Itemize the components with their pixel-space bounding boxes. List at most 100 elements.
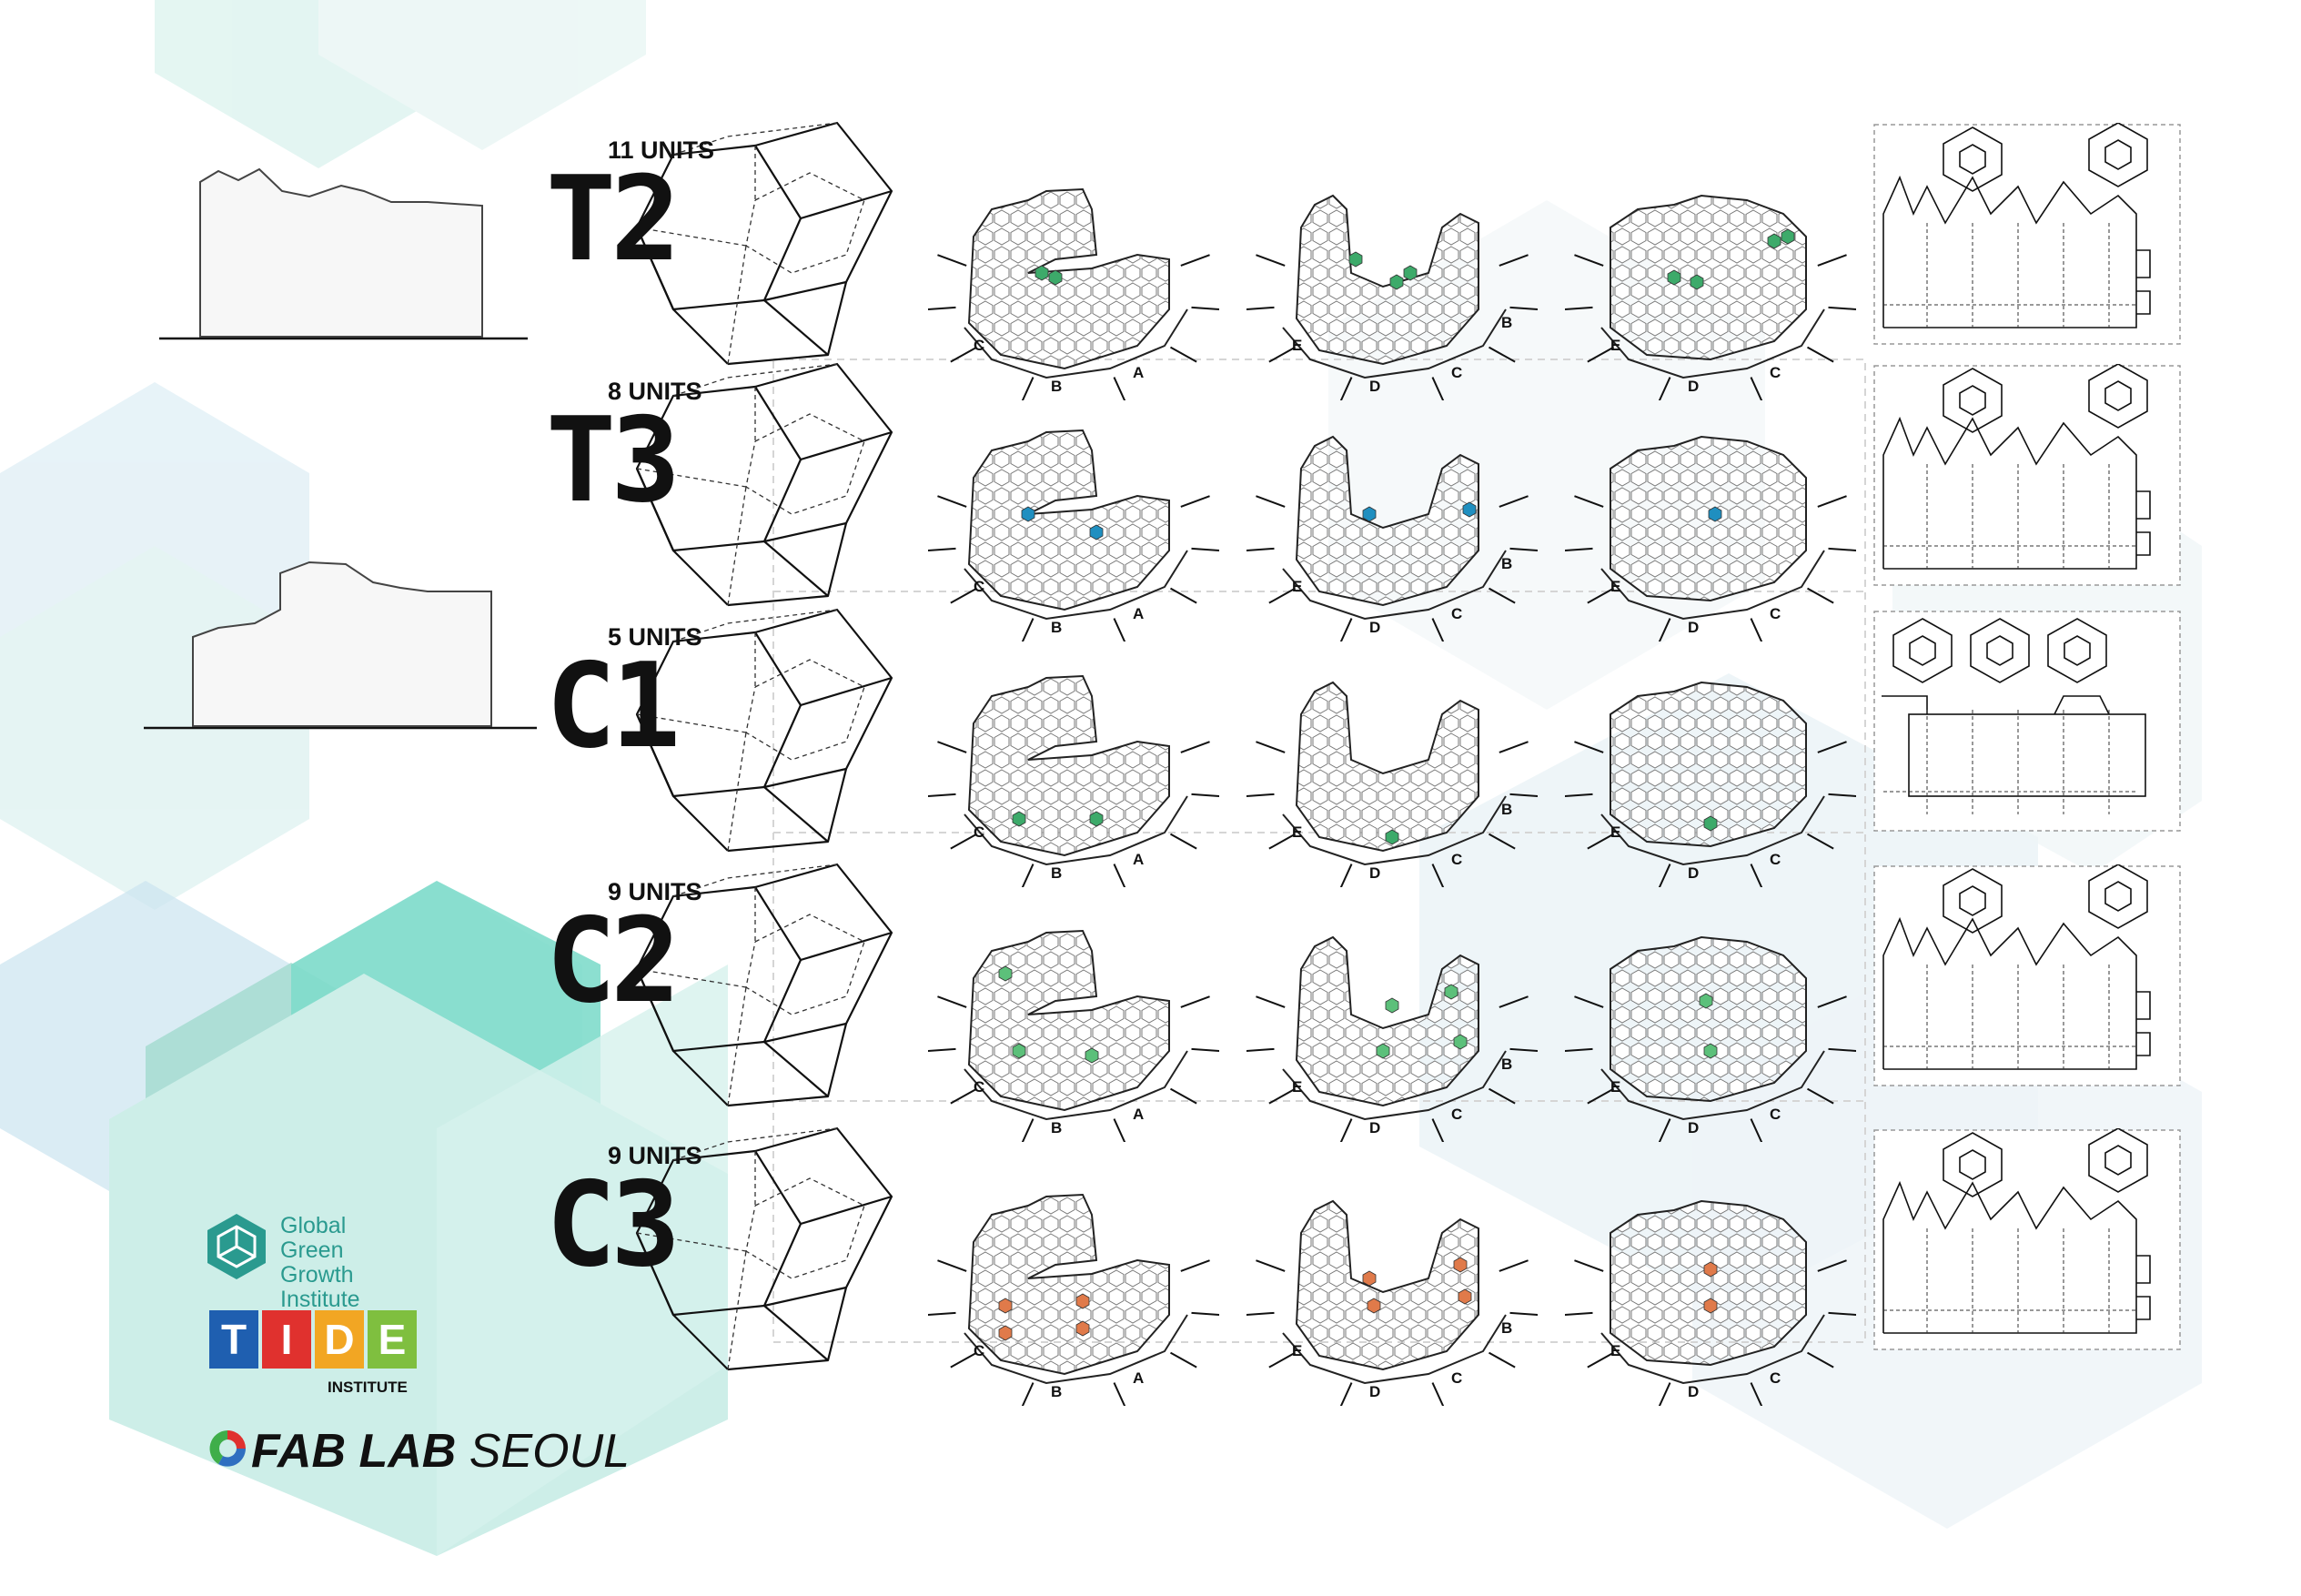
face-label: D	[1369, 1383, 1380, 1400]
unit-count: 11 UNITS	[608, 136, 715, 164]
unit-count: 8 UNITS	[608, 378, 702, 405]
assembly-view-drawing: E D C B	[1242, 194, 1542, 402]
assembly-view-drawing: E D C	[1560, 194, 1861, 402]
face-label: C	[974, 578, 984, 595]
face-label: D	[1688, 1383, 1699, 1400]
face-label: A	[1133, 605, 1144, 622]
face-label: D	[1688, 864, 1699, 882]
assembly-view-2: E D C B	[1242, 173, 1542, 405]
face-label: E	[1292, 1078, 1302, 1096]
unfolded-net	[1872, 122, 2182, 350]
ggg-line3: Institute	[280, 1287, 360, 1312]
module-code: T3	[546, 393, 681, 529]
ggg-line2: Green Growth	[280, 1237, 354, 1288]
prism-wireframe	[635, 121, 893, 366]
face-label: D	[1688, 1119, 1699, 1136]
elevation-drawing-1	[159, 167, 528, 340]
prism-drawing	[619, 359, 919, 637]
face-label: C	[1770, 605, 1781, 622]
prism-wireframe	[635, 863, 893, 1107]
face-label: B	[1501, 1319, 1512, 1337]
face-label: C	[1770, 364, 1781, 381]
tide-tile: E	[368, 1310, 417, 1369]
face-label: B	[1501, 801, 1512, 818]
unit-count: 5 UNITS	[608, 623, 702, 651]
assembly-view-drawing: EDC	[1560, 935, 1861, 1144]
face-label: A	[1133, 1106, 1144, 1123]
unfolded-net	[1872, 610, 2182, 837]
assembly-view-drawing: CBA	[923, 429, 1224, 643]
tide-subtitle: INSTITUTE	[328, 1379, 408, 1396]
prism-wireframe	[635, 1126, 893, 1371]
unfolded-net	[1872, 363, 2182, 591]
face-label: D	[1369, 378, 1380, 395]
assembly-view-drawing: C B A	[923, 1193, 1224, 1408]
face-label: D	[1369, 619, 1380, 636]
unfolded-net-drawing	[1873, 363, 2181, 586]
elevation-drawing-2	[144, 561, 537, 730]
face-label: C	[1770, 1106, 1781, 1123]
ggg-name: Global Green Growth Institute	[280, 1214, 360, 1312]
face-label: C	[1770, 1369, 1781, 1387]
assembly-view-drawing: CBA	[923, 674, 1224, 889]
face-label: B	[1051, 864, 1062, 882]
prism-drawing	[619, 605, 919, 883]
unfolded-net-drawing	[1873, 122, 2181, 345]
prism-drawing	[619, 860, 919, 1137]
fablab-wordmark: FAB LAB SEOUL	[251, 1424, 630, 1479]
face-label: D	[1688, 619, 1699, 636]
face-label: D	[1688, 378, 1699, 395]
face-label: C	[974, 823, 984, 841]
unfolded-net-drawing	[1873, 1127, 2181, 1350]
assembly-view-drawing: CBA	[923, 187, 1224, 402]
face-label: A	[1133, 1369, 1144, 1387]
face-label: B	[1051, 1119, 1062, 1136]
face-label: C	[1451, 1106, 1462, 1123]
face-label: D	[1369, 1119, 1380, 1136]
face-label: B	[1501, 555, 1512, 572]
module-code: C3	[546, 1157, 681, 1293]
tide-tile: I	[262, 1310, 311, 1369]
unfolded-net-drawing	[1873, 611, 2181, 832]
face-label: B	[1051, 1383, 1062, 1400]
face-label: E	[1610, 1342, 1620, 1359]
assembly-view-1: C B A	[923, 1178, 1224, 1410]
unfolded-net	[1872, 1127, 2182, 1356]
tide-tile: T	[209, 1310, 258, 1369]
fablab-logo-icon	[209, 1430, 246, 1467]
assembly-view-drawing: E D C	[1560, 1199, 1861, 1408]
assembly-view-drawing: EDC	[1560, 435, 1861, 643]
prism-wireframe	[635, 608, 893, 853]
face-label: D	[1369, 864, 1380, 882]
face-label: C	[1451, 364, 1462, 381]
face-label: C	[974, 337, 984, 354]
assembly-view-drawing: EDC	[1560, 681, 1861, 889]
face-label: B	[1051, 378, 1062, 395]
ggg-line1: Global	[280, 1213, 347, 1238]
face-label: E	[1610, 337, 1620, 354]
face-label: E	[1292, 337, 1302, 354]
face-label: C	[974, 1342, 984, 1359]
face-label: B	[1501, 314, 1512, 331]
fablab-bold: FAB LAB	[251, 1425, 457, 1478]
fablab-seoul: SEOUL	[456, 1425, 631, 1478]
module-code: C1	[546, 639, 681, 774]
face-label: E	[1610, 823, 1620, 841]
module-code: C2	[546, 894, 681, 1029]
